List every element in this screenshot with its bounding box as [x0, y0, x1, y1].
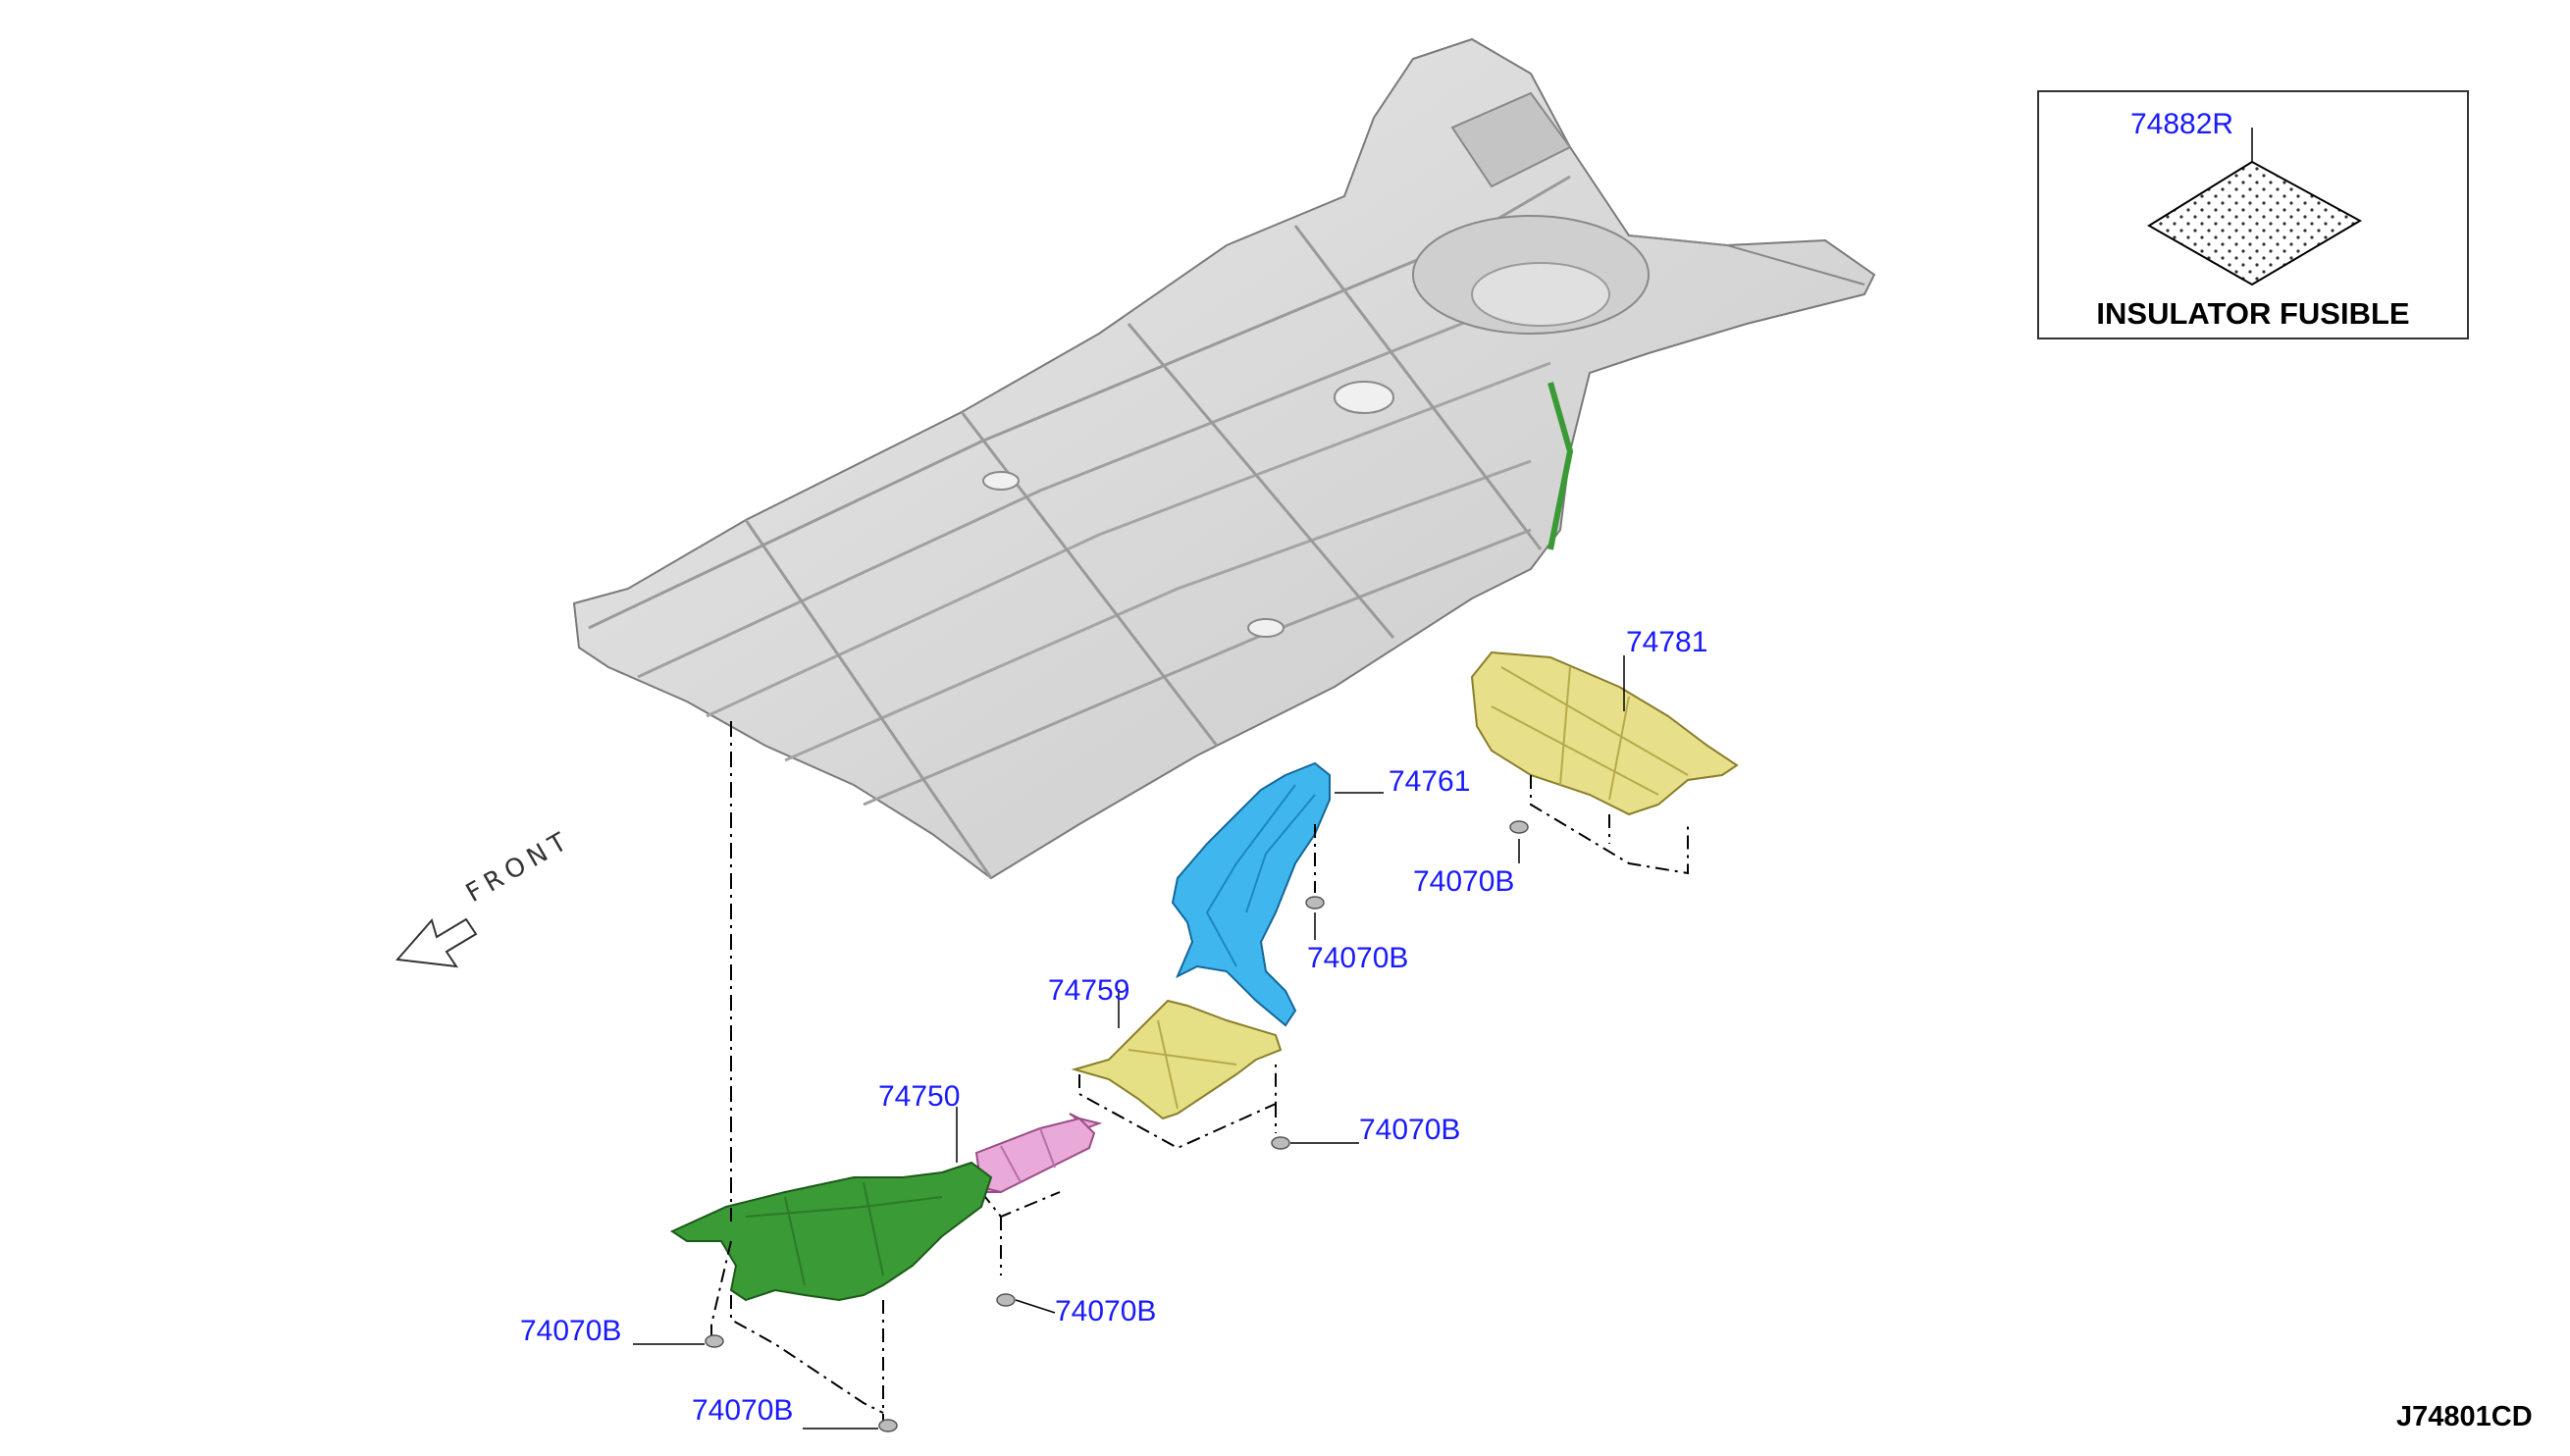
clip-6 — [878, 1419, 898, 1432]
label-74759: 74759 — [1048, 974, 1130, 1007]
clip-3 — [1271, 1136, 1290, 1150]
clip-2 — [1305, 896, 1325, 910]
label-clip-4: 74070B — [1055, 1295, 1157, 1327]
legend-swatch — [2147, 128, 2363, 286]
label-clip-3: 74070B — [1359, 1114, 1461, 1146]
clip-1 — [1509, 820, 1529, 834]
clips — [705, 820, 1529, 1432]
clip-4 — [996, 1293, 1016, 1307]
insulator-green — [669, 1161, 993, 1423]
label-clip-2: 74070B — [1307, 942, 1409, 974]
label-74750: 74750 — [878, 1080, 961, 1113]
label-74781: 74781 — [1626, 626, 1708, 658]
legend-box: 74882R INSULATOR FUSIBLE — [2037, 90, 2469, 339]
insulator-74761 — [1171, 761, 1384, 1027]
insulator-74750 — [956, 1107, 1103, 1275]
diagram-code: J74801CD — [2396, 1401, 2533, 1432]
label-clip-5: 74070B — [520, 1315, 622, 1347]
legend-part-number: 74882R — [2130, 108, 2234, 140]
legend-caption: INSULATOR FUSIBLE — [2096, 296, 2410, 331]
clip-leaders — [633, 839, 1520, 1430]
label-74761: 74761 — [1389, 765, 1471, 798]
label-clip-6: 74070B — [692, 1394, 794, 1427]
floor-panel — [572, 37, 1876, 880]
insulator-74781 — [1470, 650, 1739, 875]
front-arrow-icon — [394, 917, 478, 968]
insulator-74759 — [1071, 989, 1283, 1150]
clip-5 — [705, 1334, 724, 1348]
label-clip-1: 74070B — [1413, 865, 1515, 898]
